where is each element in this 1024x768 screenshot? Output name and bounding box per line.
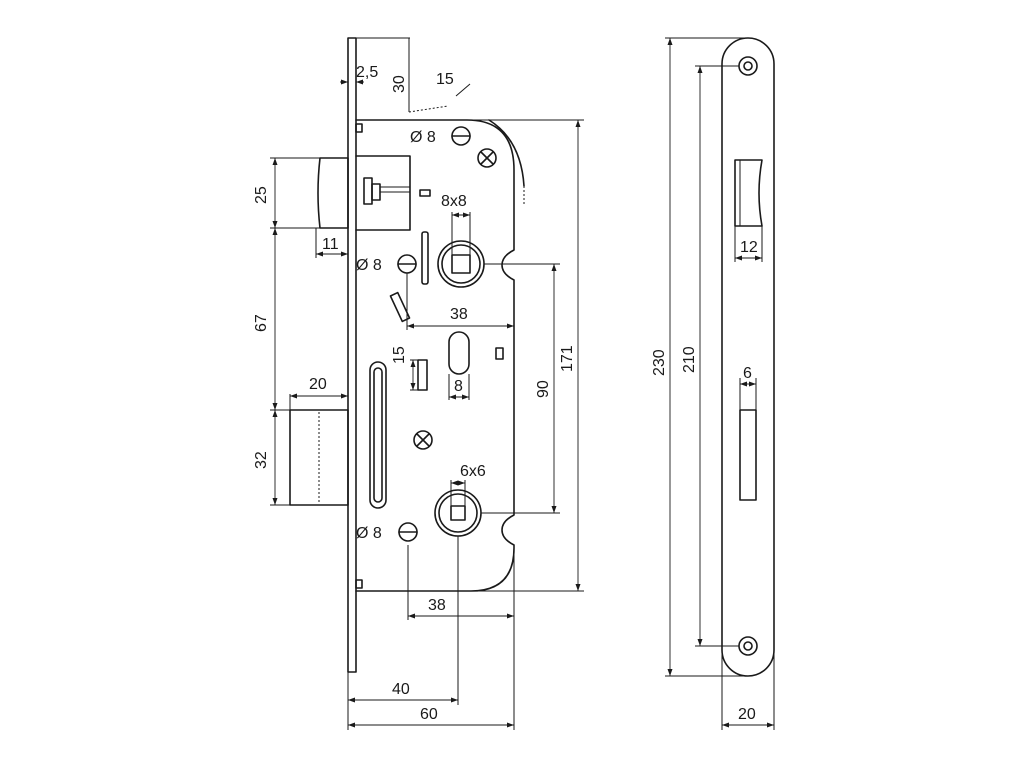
dim-slot-15: 15 — [391, 346, 408, 364]
label-spindle-top: 8x8 — [441, 193, 467, 210]
dim-plate-width-20: 20 — [738, 706, 756, 723]
strike-plate-view — [721, 37, 775, 677]
screw-top — [477, 148, 497, 168]
faceplate — [347, 37, 357, 673]
strike-plate — [721, 37, 775, 677]
screw-middle — [413, 430, 433, 450]
dimensions-strike: 230 210 12 6 20 — [651, 37, 775, 730]
spindle-bottom — [434, 489, 482, 537]
dim-strike-6: 6 — [743, 365, 752, 382]
dim-top-30: 30 — [391, 75, 408, 93]
dim-width-60: 60 — [420, 706, 438, 723]
label-spindle-bottom: 6x6 — [460, 463, 486, 480]
dim-gap-67: 67 — [253, 314, 270, 332]
dim-slot-8: 8 — [454, 378, 463, 395]
angle-tick — [455, 83, 471, 97]
dim-latch-height: 25 — [253, 186, 270, 204]
dim-backset-40: 40 — [392, 681, 410, 698]
label-hole-mid: Ø 8 — [356, 257, 382, 274]
dim-angle-15: 15 — [436, 71, 454, 88]
key-slot — [448, 331, 470, 375]
dim-bolt-depth: 20 — [309, 376, 327, 393]
hole-bottom — [398, 522, 418, 542]
dim-plate-210: 210 — [681, 346, 698, 373]
bolt-recess — [739, 409, 757, 501]
label-hole-top: Ø 8 — [410, 129, 436, 146]
dim-body-171: 171 — [559, 345, 576, 372]
dim-38-lower: 38 — [428, 597, 446, 614]
latch-tail — [488, 119, 525, 187]
dim-backset-plate: 2,5 — [356, 64, 378, 81]
latch-recess — [734, 159, 763, 227]
hole-top — [451, 126, 471, 146]
bolt-slot-outer — [369, 361, 387, 509]
dim-plate-230: 230 — [651, 349, 668, 376]
dim-38-upper: 38 — [450, 306, 468, 323]
dead-bolt — [289, 409, 349, 506]
dim-strike-12: 12 — [740, 239, 758, 256]
hole-mid — [397, 254, 417, 274]
dim-latch-depth: 11 — [322, 236, 339, 253]
top-dotted — [408, 105, 449, 113]
strike-hole-top — [738, 56, 758, 76]
strike-hole-bottom — [738, 636, 758, 656]
spindle-top — [437, 240, 485, 288]
latch-mechanism — [355, 155, 411, 231]
label-hole-bottom: Ø 8 — [356, 525, 382, 542]
latch-bolt — [317, 157, 349, 229]
dim-center-90: 90 — [535, 380, 552, 398]
dim-bolt-height: 32 — [253, 451, 270, 469]
dimensions-lock: 2,5 30 15 25 11 67 20 32 Ø 8 Ø 8 Ø 8 8x8 — [253, 37, 584, 730]
